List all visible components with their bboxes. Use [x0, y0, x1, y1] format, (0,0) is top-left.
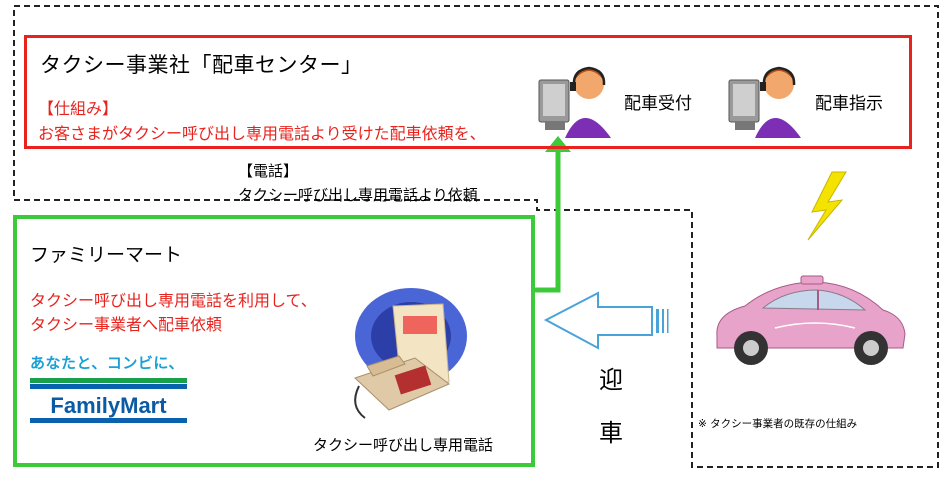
pickup-arrow-icon — [543, 291, 669, 350]
mechanism-label: 【仕組み】 — [38, 99, 119, 118]
dispatch-center-title: タクシー事業社「配車センター」 — [40, 53, 363, 77]
operator-receive-icon — [538, 66, 611, 138]
familymart-line2: タクシー事業者へ配車依頼 — [30, 315, 223, 334]
familymart-logo-wordmark: FamilyMart — [30, 393, 187, 423]
familymart-title: ファミリーマート — [30, 244, 183, 266]
taxi-car-icon — [716, 275, 906, 365]
familymart-box — [13, 215, 535, 467]
familymart-line1: タクシー呼び出し専用電話を利用して、 — [30, 291, 317, 310]
existing-system-note: ※ タクシー事業者の既存の仕組み — [698, 418, 858, 430]
familymart-logo-stripe-green — [30, 378, 187, 383]
dispatch-center-box — [24, 35, 912, 149]
taxi-phone-icon — [354, 288, 467, 419]
familymart-logo-tagline: あなたと、コンビに、 — [30, 354, 184, 372]
pickup-char-2: 車 — [599, 419, 623, 447]
role-receive-label: 配車受付 — [624, 94, 692, 114]
operator-instruct-icon — [728, 66, 801, 138]
pickup-char-1: 迎 — [599, 366, 623, 394]
phone-request-label: 【電話】 — [238, 162, 299, 180]
phone-request-text: タクシー呼び出し専用電話より依頼 — [238, 186, 478, 204]
lightning-icon — [807, 171, 847, 241]
mechanism-text: お客さまがタクシー呼び出し専用電話より受けた配車依頼を、 — [38, 124, 486, 143]
phone-caption: タクシー呼び出し専用電話 — [313, 436, 494, 454]
role-instruct-label: 配車指示 — [815, 94, 883, 114]
familymart-logo-stripe-blue — [30, 384, 187, 389]
call-arrow — [535, 150, 561, 293]
